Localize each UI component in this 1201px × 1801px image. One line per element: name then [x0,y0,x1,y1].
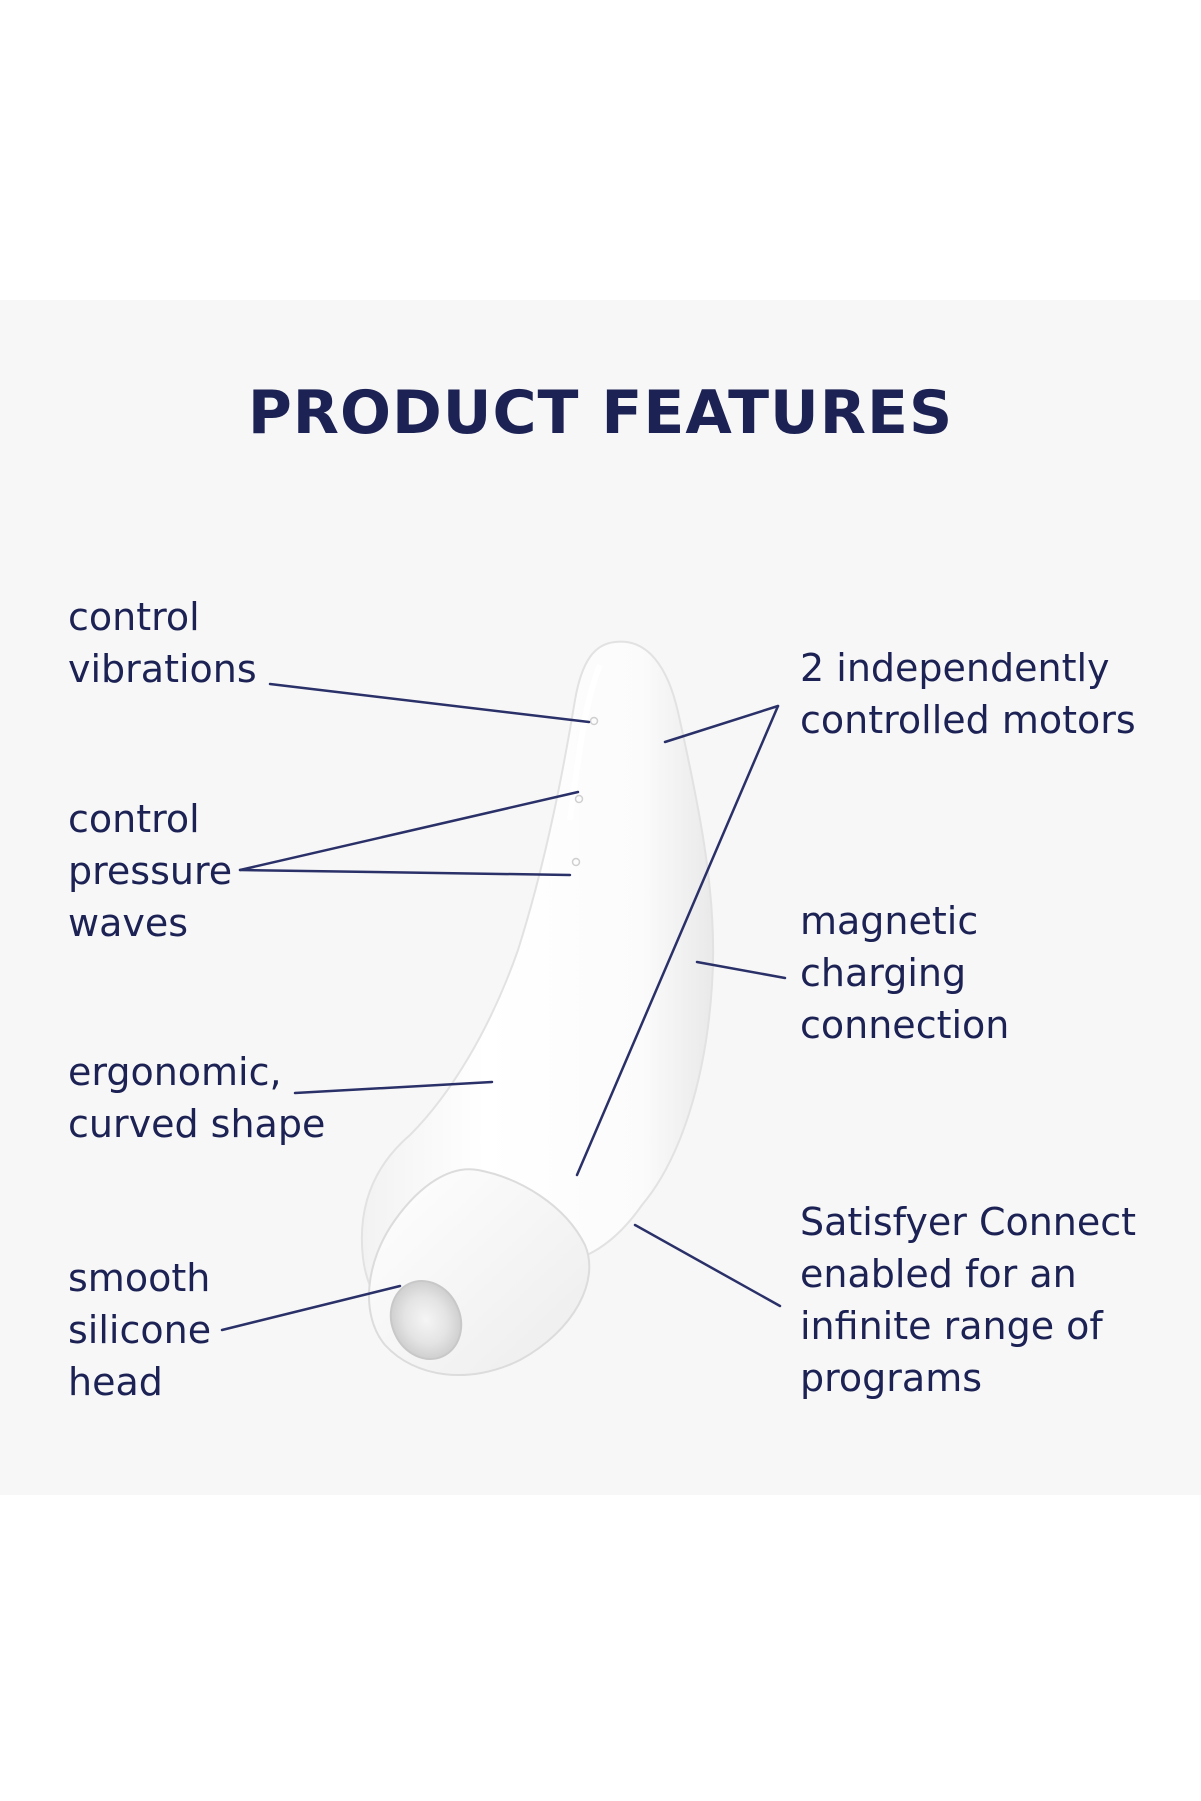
vibration-button-icon [589,716,599,726]
feature-label-satisfyer-connect: Satisfyer Connect enabled for an infinit… [800,1200,1137,1400]
leader-line-magnetic [695,960,787,980]
feature-label-control-vibrations: control vibrations [68,595,257,691]
pressure-button-icon [574,794,584,804]
leader-line-head [220,1284,402,1332]
product-illustration [360,640,715,1376]
leader-line-ergonomic [293,1080,494,1095]
leader-line-motors-lower [575,704,780,1177]
feature-label-motors: 2 independently controlled motors [800,646,1136,742]
feature-label-silicone-head: smooth silicone head [68,1256,212,1404]
leader-line-vibrations [268,682,591,724]
pressure-button-icon-lower [571,857,581,867]
product-highlight [567,663,603,821]
feature-label-magnetic-charging: magnetic charging connection [800,899,1010,1047]
suction-opening [389,1280,463,1360]
leader-line-pressure-lower [238,868,572,877]
page-title: PRODUCT FEATURES [247,378,954,448]
feature-label-control-pressure-waves: control pressure waves [68,797,233,945]
leader-line-pressure-upper [238,790,580,872]
leader-line-connect [633,1223,782,1308]
leader-line-motors-upper [663,704,780,744]
feature-label-ergonomic-shape: ergonomic, curved shape [68,1050,326,1146]
